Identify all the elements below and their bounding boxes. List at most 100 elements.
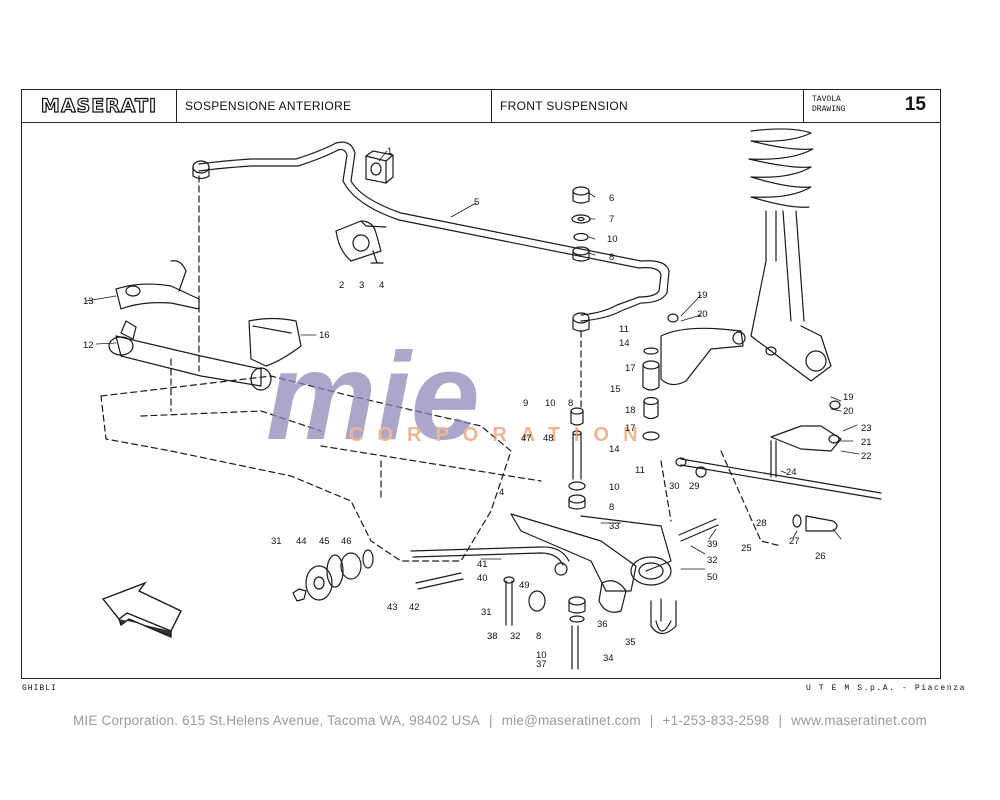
callout-45: 45 — [319, 536, 330, 547]
callout-4: 4 — [379, 280, 384, 291]
callout-24: 24 — [786, 467, 797, 478]
callout-10-lower: 10 — [609, 482, 620, 493]
callout-18: 18 — [625, 405, 636, 416]
lower-arm-left — [108, 335, 272, 391]
upper-arm-left — [115, 260, 200, 340]
callout-23: 23 — [861, 423, 872, 434]
link-rod — [568, 407, 586, 510]
lower-fasteners — [503, 518, 719, 670]
stabilizer-bar — [192, 141, 670, 332]
callout-8-upper: 8 — [609, 252, 614, 263]
callout-10-mid: 10 — [545, 398, 556, 409]
callout-17-upper: 17 — [625, 363, 636, 374]
watermark-brand: mie — [266, 328, 480, 466]
callout-20-upper: 20 — [697, 309, 708, 320]
footer-model: GHIBLI — [22, 684, 57, 693]
callout-48: 48 — [543, 433, 554, 444]
rear-bushings-left — [292, 549, 374, 602]
contact-phone: +1-253-833-2598 — [662, 713, 770, 728]
callout-36: 36 — [597, 619, 608, 630]
callout-8-mid: 8 — [568, 398, 573, 409]
callout-13: 13 — [83, 296, 94, 307]
drawing-number-cell: TAVOLA DRAWING 15 — [804, 90, 940, 122]
exploded-view-drawing: mie CORPORATION 1 2 3 4 5 6 7 10 8 19 20… — [83, 128, 882, 670]
callout-50: 50 — [707, 572, 718, 583]
callout-31-center: 31 — [481, 607, 492, 618]
callout-17-lower: 17 — [625, 423, 636, 434]
watermark: mie CORPORATION — [266, 328, 652, 466]
callout-29: 29 — [689, 481, 700, 492]
callout-27: 27 — [789, 536, 800, 547]
radius-rod — [410, 546, 570, 590]
callout-42: 42 — [409, 602, 420, 613]
callout-37: 37 — [536, 659, 547, 670]
callout-8-bottom: 8 — [536, 631, 541, 642]
footer-publisher: U T E M S.p.A. - Piacenza — [806, 684, 967, 693]
callout-30: 30 — [669, 481, 680, 492]
callout-10-bottom: 10 — [536, 650, 547, 661]
callout-33: 33 — [609, 521, 620, 532]
callout-46: 46 — [341, 536, 352, 547]
callout-20-right: 20 — [843, 406, 854, 417]
callout-25: 25 — [741, 543, 752, 554]
contact-address: MIE Corporation. 615 St.Helens Avenue, T… — [72, 713, 480, 728]
callout-3: 3 — [359, 280, 364, 291]
maserati-logo: MASERATI — [22, 90, 177, 122]
contact-separator: | — [778, 713, 783, 728]
callout-26: 26 — [815, 551, 826, 562]
callout-10-upper: 10 — [607, 234, 618, 245]
callout-44: 44 — [296, 536, 307, 547]
drawing-label: DRAWING — [812, 105, 846, 114]
callout-32-right: 32 — [707, 555, 718, 566]
arm-16 — [248, 317, 302, 367]
shock-absorber-spring — [748, 128, 832, 382]
callout-39: 39 — [707, 539, 718, 550]
callout-43: 43 — [387, 602, 398, 613]
callout-6: 6 — [609, 193, 614, 204]
watermark-subtitle: CORPORATION — [349, 424, 652, 446]
steering-knuckle-arm — [770, 400, 842, 478]
callout-8-lower: 8 — [609, 502, 614, 513]
callout-4-lower: 4 — [499, 487, 504, 498]
title-italian: SOSPENSIONE ANTERIORE — [177, 90, 492, 122]
callout-21: 21 — [861, 437, 872, 448]
contact-website[interactable]: www.maseratinet.com — [791, 713, 928, 728]
tavola-label: TAVOLA — [812, 95, 841, 104]
leader-lines — [85, 150, 860, 570]
nut-stack-upper — [571, 186, 591, 262]
callout-47: 47 — [521, 433, 532, 444]
callout-14-lower: 14 — [609, 444, 620, 455]
bushing-1 — [365, 150, 394, 184]
tie-rod — [675, 457, 882, 532]
title-english: FRONT SUSPENSION — [492, 90, 804, 122]
callout-11-lower: 11 — [635, 465, 645, 476]
callout-28: 28 — [756, 518, 767, 529]
callout-40: 40 — [477, 573, 488, 584]
bushing-stack — [642, 347, 660, 441]
contact-email[interactable]: mie@maseratinet.com — [501, 713, 641, 728]
callout-12: 12 — [83, 340, 94, 351]
callout-5: 5 — [474, 197, 479, 208]
direction-arrow — [101, 581, 182, 639]
callout-9: 9 — [523, 398, 528, 409]
contact-separator: | — [649, 713, 654, 728]
callout-38: 38 — [487, 631, 498, 642]
callout-35-a: 35 — [625, 637, 636, 648]
callout-1: 1 — [387, 146, 392, 157]
tavola-drawing-label: TAVOLA DRAWING — [812, 95, 846, 115]
contact-separator: | — [489, 713, 493, 728]
drawing-sheet: MASERATI SOSPENSIONE ANTERIORE FRONT SUS… — [21, 89, 941, 679]
callout-7: 7 — [609, 214, 614, 225]
callout-14-upper: 14 — [619, 338, 630, 349]
logo-text: MASERATI — [40, 94, 158, 117]
drawing-number: 15 — [904, 94, 926, 115]
callout-11-upper: 11 — [619, 324, 629, 335]
upper-wishbone-right — [660, 313, 746, 386]
callout-34: 34 — [603, 653, 614, 664]
callout-16: 16 — [319, 330, 330, 341]
callout-22: 22 — [861, 451, 872, 462]
crossmember-outline — [100, 175, 782, 562]
title-block: MASERATI SOSPENSIONE ANTERIORE FRONT SUS… — [22, 90, 940, 123]
contact-bar: MIE Corporation. 615 St.Helens Avenue, T… — [0, 713, 1000, 728]
callout-numbers: 1 2 3 4 5 6 7 10 8 19 20 11 14 17 15 18 … — [83, 146, 872, 670]
